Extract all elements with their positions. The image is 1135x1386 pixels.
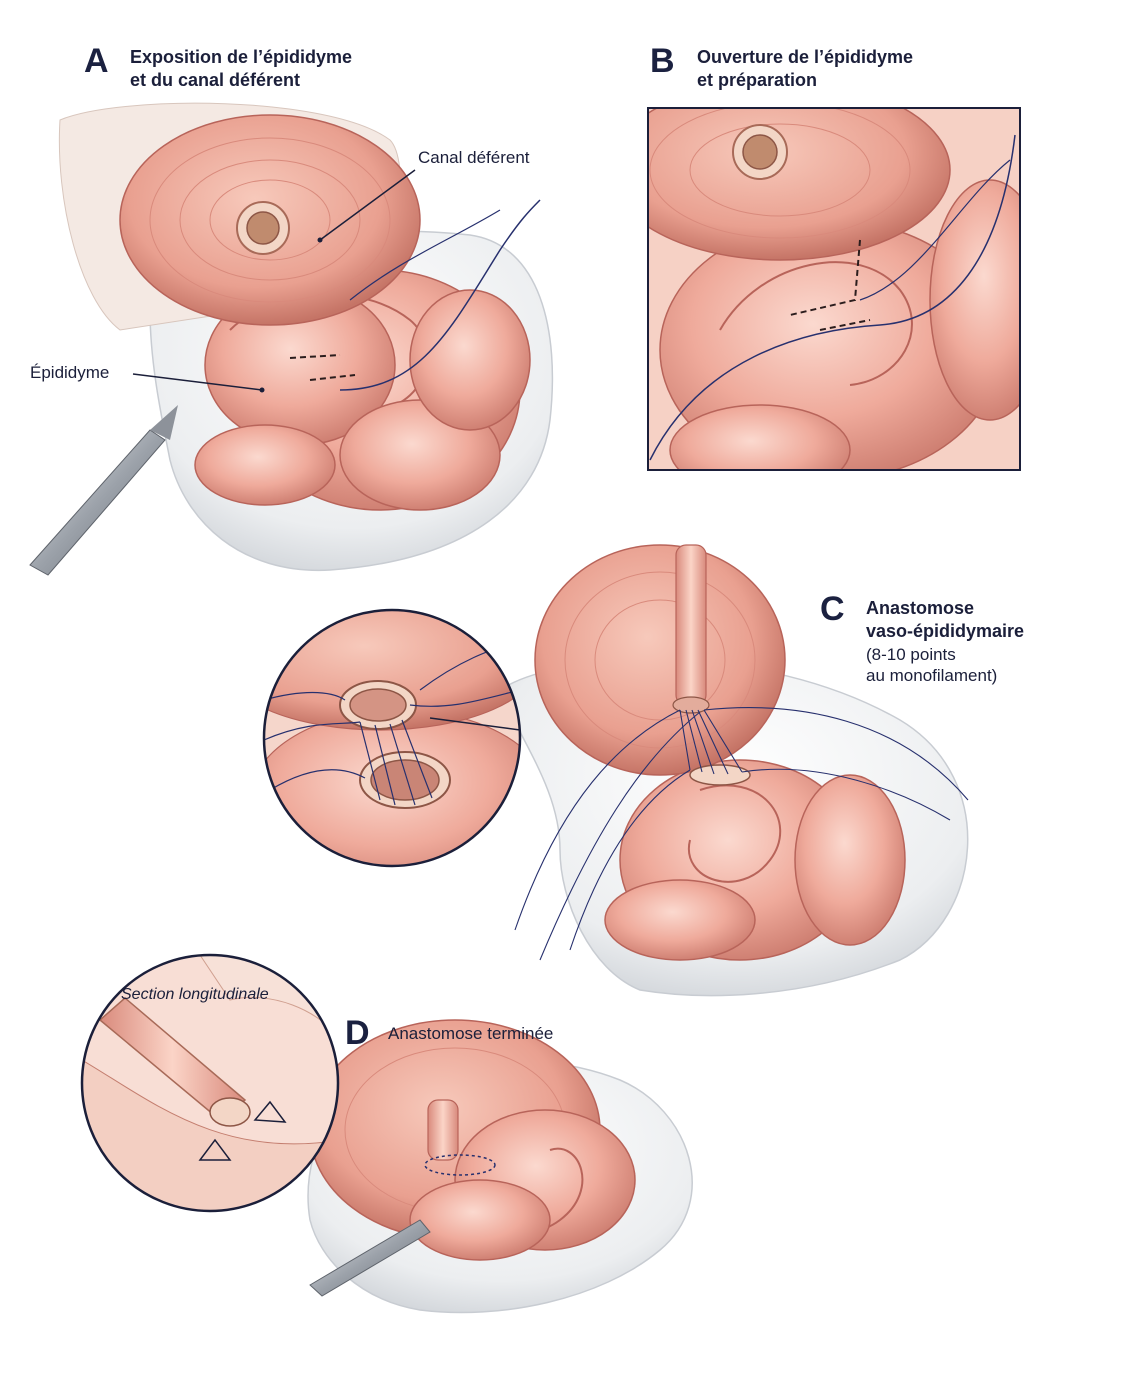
panel-c-title-line-1: Anastomose — [866, 598, 975, 618]
panel-b-title-line-1: Ouverture de l’épididyme — [697, 47, 914, 67]
epididyme-leader — [132, 373, 263, 391]
panel-d-title-line-1: Anastomose terminée — [388, 1024, 554, 1043]
panel-a-letter: A — [84, 42, 109, 80]
panel-c-magnifier — [262, 608, 522, 868]
epididyme-leader-dot — [259, 387, 265, 393]
panel-c-title: Anastomose vaso-épididymaire — [866, 597, 1024, 643]
panel-c-note-line-2: au monofilament) — [866, 666, 998, 685]
panel-a-title: Exposition de l’épididyme et du canal dé… — [130, 46, 352, 92]
epididyme-label: Épididyme — [30, 363, 110, 382]
panel-d-letter: D — [345, 1014, 370, 1052]
panel-c-note-line-1: (8-10 points — [866, 645, 956, 664]
panel-a-title-line-1: Exposition de l’épididyme — [130, 47, 353, 67]
panel-d-title: Anastomose terminée — [388, 1022, 553, 1045]
section-longitudinale-label: Section longitudinale — [121, 986, 269, 1003]
canal-deferent-label: Canal déférent — [418, 148, 530, 167]
panel-b-title: Ouverture de l’épididyme et préparation — [697, 46, 913, 92]
panel-d-magnifier — [80, 953, 340, 1213]
panel-c-illustration — [499, 544, 969, 997]
panel-a-illustration — [29, 102, 554, 576]
panel-d-illustration — [307, 1019, 693, 1314]
canal-deferent-leader — [319, 169, 416, 241]
panel-c-note: (8-10 points au monofilament) — [866, 644, 997, 686]
panel-a-title-line-2: et du canal déférent — [130, 70, 301, 90]
panel-c-title-line-2: vaso-épididymaire — [866, 621, 1025, 641]
panel-b-title-line-2: et préparation — [697, 70, 818, 90]
panel-b-illustration — [647, 107, 1021, 471]
panel-b-letter: B — [650, 42, 675, 80]
canal-deferent-leader-dot — [317, 237, 323, 243]
panel-c-letter: C — [820, 590, 845, 628]
